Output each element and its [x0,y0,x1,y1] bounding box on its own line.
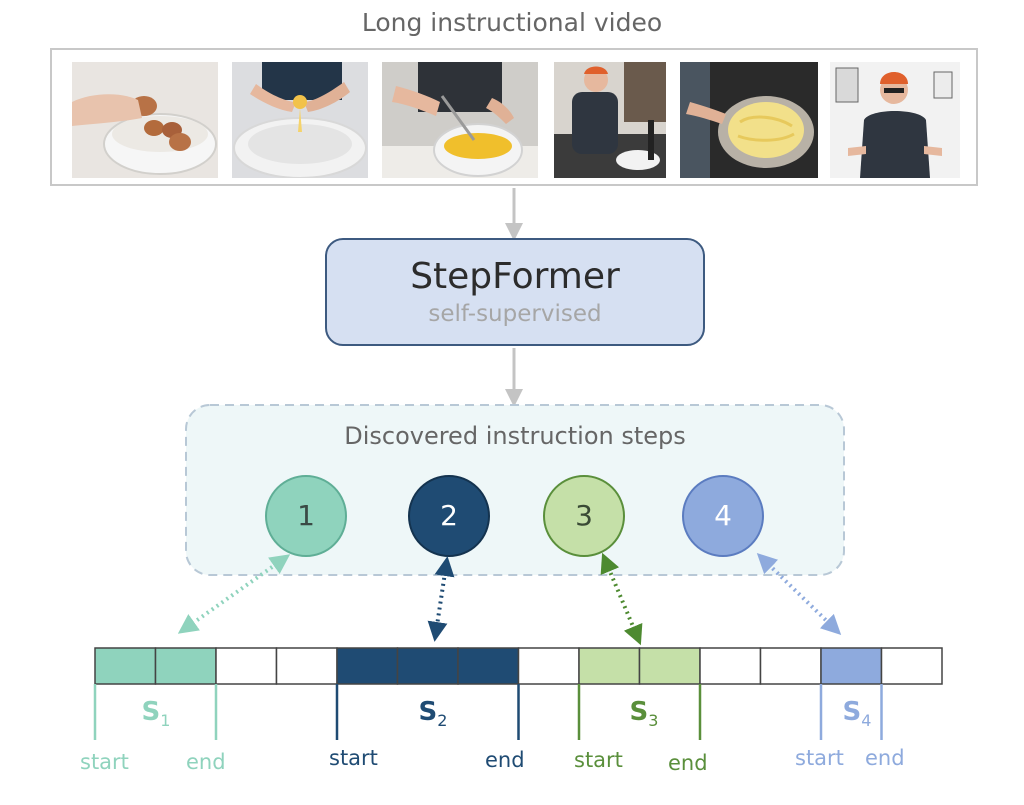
link-step1-s1 [177,554,291,634]
step-circle-4 [682,475,764,557]
s1-end-label: end [186,750,226,774]
step-circle-label-4: 4 [714,499,732,532]
timeline-cell-14 [880,647,943,685]
link-step3-s3 [600,552,643,646]
step-circle-3 [543,475,625,557]
cracking-egg-photo [232,62,368,178]
timeline-cell-6 [396,647,459,685]
timeline-cell-9 [578,647,641,685]
timeline-cell-7 [457,647,520,685]
timeline-cell-4 [275,647,338,685]
whisking-eggs-photo [382,62,538,178]
timeline-cell-2 [154,647,217,685]
steps-title: Discovered instruction steps [344,422,686,450]
step-circle-label-2: 2 [440,499,458,532]
s4-end-label: end [865,746,905,770]
timeline-cell-5 [336,647,399,685]
link-step2-s2 [427,556,455,642]
timeline-cell-1 [94,647,157,685]
timeline-cell-12 [759,647,822,685]
s2-end-label: end [485,748,525,772]
s4-start-label: start [795,746,844,770]
segment-label-s3: S3 [629,697,659,731]
man-standing-photo [830,62,960,178]
step-circle-label-1: 1 [297,499,315,532]
segment-label-s2: S2 [418,697,448,731]
man-cooking-photo [554,62,666,178]
step-circle-2 [408,475,490,557]
video-title: Long instructional video [361,8,663,37]
s2-start-label: start [329,746,378,770]
timeline-cell-8 [517,647,580,685]
model-subtitle: self-supervised [428,301,602,327]
segment-label-s4: S4 [842,697,872,731]
video-frame [50,48,978,186]
step-circle-label-3: 3 [575,499,593,532]
timeline-cell-10 [638,647,701,685]
eggs-in-bowl-photo [72,62,218,178]
timeline-cell-13 [820,647,883,685]
stepformer-model-box: StepFormer self-supervised [325,238,705,346]
step-circle-1 [265,475,347,557]
link-step4-s4 [756,553,842,635]
s3-start-label: start [574,748,623,772]
timeline-cell-11 [699,647,762,685]
s3-end-label: end [668,751,708,775]
steps-region [185,404,845,576]
s1-start-label: start [80,750,129,774]
segment-label-s1: S1 [141,697,171,731]
model-title: StepFormer [410,256,620,297]
timeline-cell-3 [215,647,278,685]
omelette-pan-photo [680,62,818,178]
